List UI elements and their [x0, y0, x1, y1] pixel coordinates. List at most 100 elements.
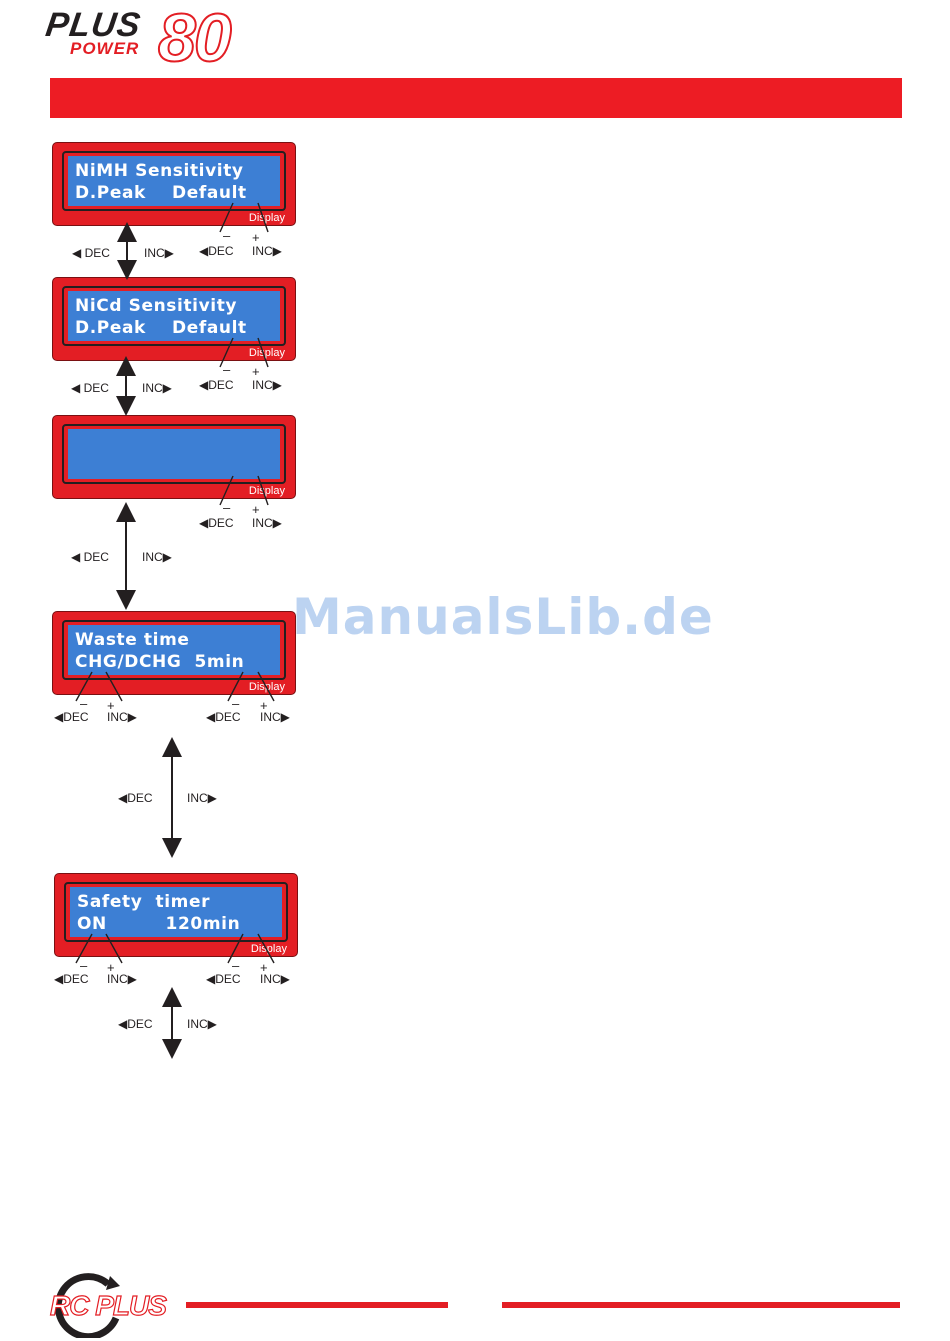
- dec-arrow-label: ◀DEC: [118, 1017, 153, 1031]
- plus-sign: +: [252, 230, 260, 245]
- dec-button-label: ◀DEC: [206, 710, 241, 724]
- lcd-screen: [68, 429, 280, 479]
- dec-arrow-label: ◀DEC: [118, 791, 153, 805]
- lcd-frame: [62, 424, 286, 484]
- minus-sign: –: [80, 958, 88, 973]
- right-arrow-icon: ▶: [164, 246, 174, 260]
- inc-arrow-label: INC▶: [187, 1017, 217, 1031]
- lcd-line-1: NiCd Sensitivity: [75, 296, 238, 316]
- inc-arrow-label: INC▶: [187, 791, 217, 805]
- left-arrow-icon: ◀: [71, 381, 81, 395]
- plus-sign: +: [260, 960, 268, 975]
- lcd-line-1: Safety timer: [77, 892, 211, 912]
- right-arrow-icon: ▶: [207, 1017, 217, 1031]
- header-red-band: [50, 78, 902, 118]
- leader-line: [257, 933, 275, 964]
- right-arrow-icon: ▶: [272, 244, 282, 258]
- lcd-screen: [70, 887, 282, 937]
- leader-line: [105, 671, 123, 702]
- lcd-screen: [68, 625, 280, 675]
- leader-line: [219, 337, 234, 368]
- lcd-screen: [68, 291, 280, 341]
- inc-button-label: INC▶: [260, 710, 290, 724]
- lcd-line-2: ON 120min: [77, 914, 241, 934]
- leader-line: [75, 933, 93, 964]
- display-label: Display: [250, 943, 287, 955]
- footer-red-line-right: [502, 1302, 900, 1308]
- lcd-line-1: NiMH Sensitivity: [75, 161, 244, 181]
- left-arrow-icon: ◀: [54, 710, 64, 724]
- left-arrow-icon: ◀: [199, 516, 209, 530]
- dec-button-label: ◀DEC: [206, 972, 241, 986]
- minus-sign: –: [223, 362, 231, 377]
- left-arrow-icon: ◀: [199, 378, 209, 392]
- watermark-text: ManualsLib.de: [292, 588, 714, 646]
- left-arrow-icon: ◀: [118, 1017, 128, 1031]
- leader-line: [257, 337, 269, 368]
- left-arrow-icon: ◀: [118, 791, 128, 805]
- lcd-line-2: D.Peak Default: [75, 318, 247, 338]
- minus-sign: –: [232, 958, 240, 973]
- leader-line: [257, 671, 275, 702]
- right-arrow-icon: ▶: [280, 710, 290, 724]
- dec-button-label: ◀DEC: [54, 972, 89, 986]
- rc-plus-logo-icon: [54, 1273, 120, 1338]
- footer-red-line-left: [186, 1302, 448, 1308]
- leader-line: [227, 933, 244, 964]
- logo-model-number: 80: [157, 0, 233, 76]
- leader-line: [75, 671, 93, 702]
- right-arrow-icon: ▶: [127, 710, 137, 724]
- leader-line: [105, 933, 123, 964]
- lcd-panel-blank: Display: [52, 415, 296, 499]
- left-arrow-icon: ◀: [206, 710, 216, 724]
- plus-sign: +: [107, 960, 115, 975]
- left-arrow-icon: ◀: [199, 244, 209, 258]
- leader-line: [257, 475, 269, 506]
- dec-arrow-label: ◀ DEC: [72, 246, 110, 260]
- dec-arrow-label: ◀ DEC: [71, 381, 109, 395]
- display-label: Display: [248, 485, 285, 497]
- logo-power-text: POWER: [70, 39, 140, 58]
- lcd-panel-nicd-sensitivity: NiCd Sensitivity D.Peak Default Display: [52, 277, 296, 361]
- inc-button-label: INC▶: [260, 972, 290, 986]
- right-arrow-icon: ▶: [272, 516, 282, 530]
- inc-arrow-label: INC▶: [144, 246, 174, 260]
- leader-line: [257, 202, 269, 233]
- display-label: Display: [248, 347, 285, 359]
- footer-logo-text: RC PLUS: [49, 1289, 167, 1321]
- plus-sign: +: [260, 698, 268, 713]
- lcd-line-1: Waste time: [75, 630, 190, 650]
- dec-button-label: ◀DEC: [54, 710, 89, 724]
- minus-sign: –: [223, 500, 231, 515]
- right-arrow-icon: ▶: [162, 381, 172, 395]
- lcd-panel-nimh-sensitivity: NiMH Sensitivity D.Peak Default Display: [52, 142, 296, 226]
- plus-sign: +: [252, 364, 260, 379]
- lcd-line-2: D.Peak Default: [75, 183, 247, 203]
- plus-sign: +: [107, 698, 115, 713]
- left-arrow-icon: ◀: [72, 246, 82, 260]
- lcd-frame: [64, 882, 288, 942]
- lcd-panel-safety-timer: Safety timer ON 120min Display: [54, 873, 298, 957]
- minus-sign: –: [232, 696, 240, 711]
- plus-sign: +: [252, 502, 260, 517]
- right-arrow-icon: ▶: [280, 972, 290, 986]
- lcd-frame: [62, 620, 286, 680]
- right-arrow-icon: ▶: [127, 972, 137, 986]
- left-arrow-icon: ◀: [206, 972, 216, 986]
- minus-sign: –: [223, 228, 231, 243]
- minus-sign: –: [80, 696, 88, 711]
- lcd-frame: [62, 286, 286, 346]
- dec-button-label: ◀DEC: [199, 244, 234, 258]
- left-arrow-icon: ◀: [71, 550, 81, 564]
- inc-button-label: INC▶: [252, 378, 282, 392]
- dec-button-label: ◀DEC: [199, 516, 234, 530]
- right-arrow-icon: ▶: [272, 378, 282, 392]
- leader-line: [219, 475, 234, 506]
- inc-button-label: INC▶: [252, 516, 282, 530]
- left-arrow-icon: ◀: [54, 972, 64, 986]
- inc-arrow-label: INC▶: [142, 550, 172, 564]
- dec-arrow-label: ◀ DEC: [71, 550, 109, 564]
- right-arrow-icon: ▶: [207, 791, 217, 805]
- inc-arrow-label: INC▶: [142, 381, 172, 395]
